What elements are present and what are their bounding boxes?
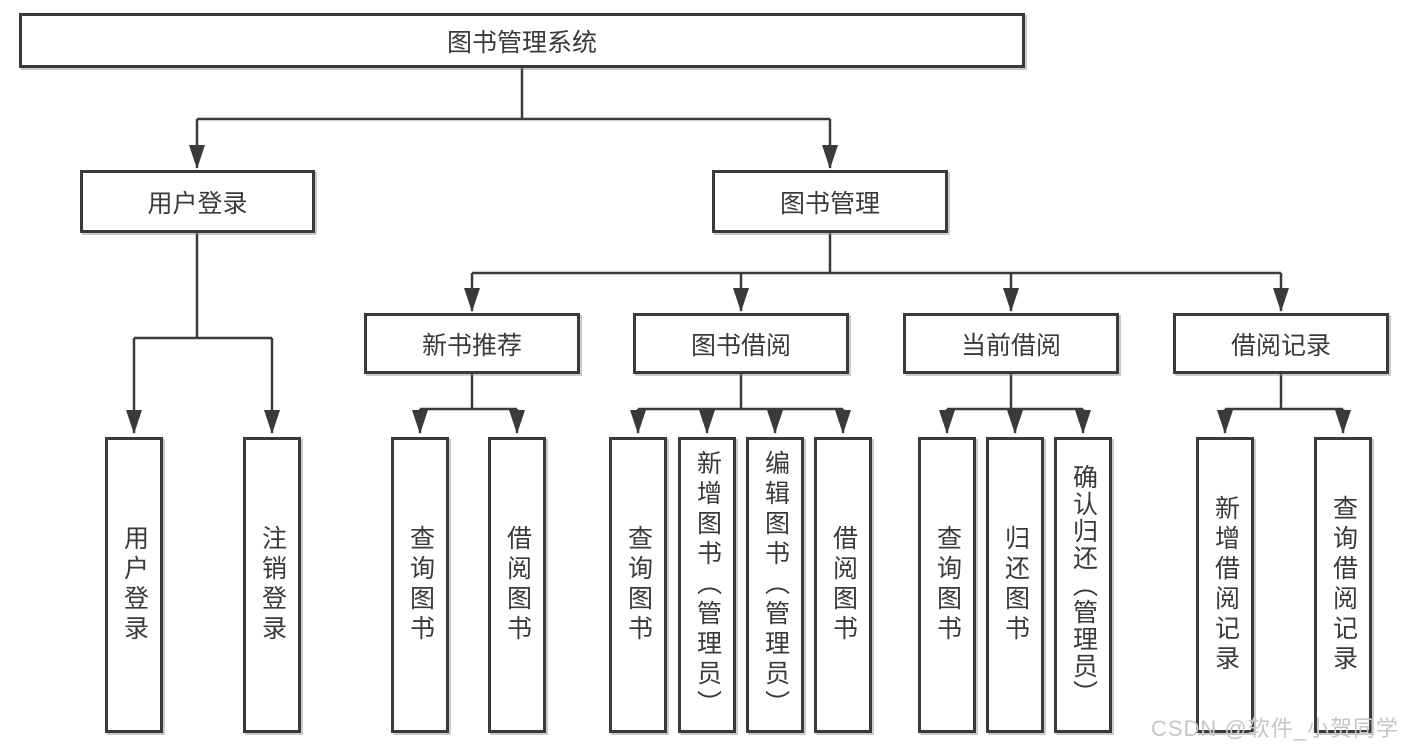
node-book-management-label: 图书管理 — [779, 189, 880, 218]
leaf-borrow-books-recommend-label: 借阅图书 — [503, 525, 532, 645]
node-user-login: 用户登录 — [80, 170, 315, 233]
node-borrowing-records: 借阅记录 — [1173, 313, 1389, 374]
node-book-borrowing: 图书借阅 — [633, 313, 849, 374]
leaf-query-borrow-record-label: 查询借阅记录 — [1329, 495, 1358, 675]
leaf-query-borrow-record: 查询借阅记录 — [1314, 437, 1372, 733]
leaf-borrow-books-borrowing-label: 借阅图书 — [829, 525, 858, 645]
csdn-watermark: CSDN @软件_小贺同学 — [1150, 716, 1399, 741]
node-current-borrowing: 当前借阅 — [903, 313, 1119, 374]
leaf-user-login: 用户登录 — [105, 437, 163, 733]
leaf-query-books-current: 查询图书 — [918, 437, 976, 733]
leaf-logout-label: 注销登录 — [258, 525, 287, 645]
leaf-return-books-label: 归还图书 — [1001, 525, 1030, 645]
node-user-login-label: 用户登录 — [147, 189, 248, 218]
leaf-borrow-books-borrowing: 借阅图书 — [814, 437, 872, 733]
leaf-query-books-borrowing-label: 查询图书 — [624, 525, 653, 645]
node-new-book-recommend-label: 新书推荐 — [421, 331, 522, 360]
leaf-logout: 注销登录 — [243, 437, 301, 733]
leaf-user-login-label: 用户登录 — [120, 525, 149, 645]
leaf-borrow-books-recommend: 借阅图书 — [488, 437, 546, 733]
leaf-query-books-recommend-label: 查询图书 — [406, 525, 435, 645]
leaf-query-books-current-label: 查询图书 — [933, 525, 962, 645]
leaf-confirm-return-admin-label: 确认归还（管理员） — [1069, 463, 1098, 707]
node-current-borrowing-label: 当前借阅 — [960, 331, 1061, 360]
node-book-borrowing-label: 图书借阅 — [690, 331, 791, 360]
leaf-add-borrow-record: 新增借阅记录 — [1196, 437, 1254, 733]
leaf-add-books-admin-label: 新增图书（管理员） — [693, 450, 722, 720]
leaf-edit-books-admin: 编辑图书（管理员） — [746, 437, 804, 733]
node-root: 图书管理系统 — [19, 13, 1025, 68]
leaf-confirm-return-admin: 确认归还（管理员） — [1054, 437, 1112, 733]
leaf-add-books-admin: 新增图书（管理员） — [678, 437, 736, 733]
leaf-query-books-borrowing: 查询图书 — [609, 437, 667, 733]
leaf-edit-books-admin-label: 编辑图书（管理员） — [761, 450, 790, 720]
leaf-add-borrow-record-label: 新增借阅记录 — [1211, 495, 1240, 675]
node-new-book-recommend: 新书推荐 — [364, 313, 580, 374]
node-book-management: 图书管理 — [712, 170, 948, 233]
leaf-query-books-recommend: 查询图书 — [391, 437, 449, 733]
node-root-label: 图书管理系统 — [446, 28, 597, 57]
leaf-return-books: 归还图书 — [986, 437, 1044, 733]
node-borrowing-records-label: 借阅记录 — [1230, 331, 1331, 360]
